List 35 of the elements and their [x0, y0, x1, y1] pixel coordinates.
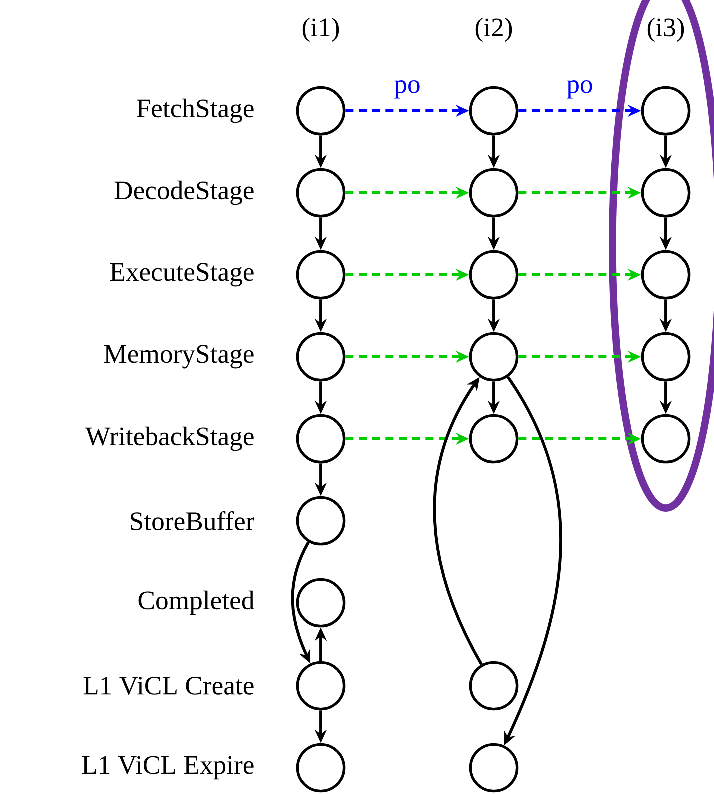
circle-node	[641, 414, 691, 464]
circle-node	[469, 168, 519, 218]
row-label: FetchStage	[137, 98, 254, 124]
row-label: MemoryStage	[104, 345, 254, 369]
circle-node	[296, 578, 346, 628]
circle-node	[296, 661, 346, 711]
circle-node	[296, 250, 346, 300]
circle-node	[296, 332, 346, 382]
column-label: (i1)	[302, 18, 340, 42]
edge-label: po	[392, 79, 422, 100]
row-label: L1 ViCL Create	[84, 676, 254, 696]
circle-node	[641, 168, 691, 218]
row-label: ExecuteStage	[110, 263, 254, 287]
circle-node	[469, 743, 519, 793]
circle-node	[296, 743, 346, 793]
circle-node	[296, 86, 346, 136]
row-label: StoreBuffer	[131, 511, 254, 530]
column-label: (i2)	[476, 18, 512, 42]
circle-node	[469, 250, 519, 300]
circle-node	[469, 86, 519, 136]
circle-node	[296, 414, 346, 464]
row-label: Completed	[138, 590, 254, 616]
circle-node	[469, 332, 519, 382]
row-label: WritebackStage	[86, 426, 254, 452]
circle-node	[641, 86, 691, 136]
circle-node	[296, 168, 346, 218]
circle-node	[469, 414, 519, 464]
column-label: (i3)	[648, 18, 684, 42]
circle-node	[296, 496, 346, 546]
circle-node	[641, 332, 691, 382]
row-label: L1 ViCL Expire	[82, 756, 254, 780]
circle-node	[641, 250, 691, 300]
row-label: DecodeStage	[114, 180, 254, 206]
circle-node	[469, 661, 519, 711]
edge-label: po	[565, 79, 595, 100]
